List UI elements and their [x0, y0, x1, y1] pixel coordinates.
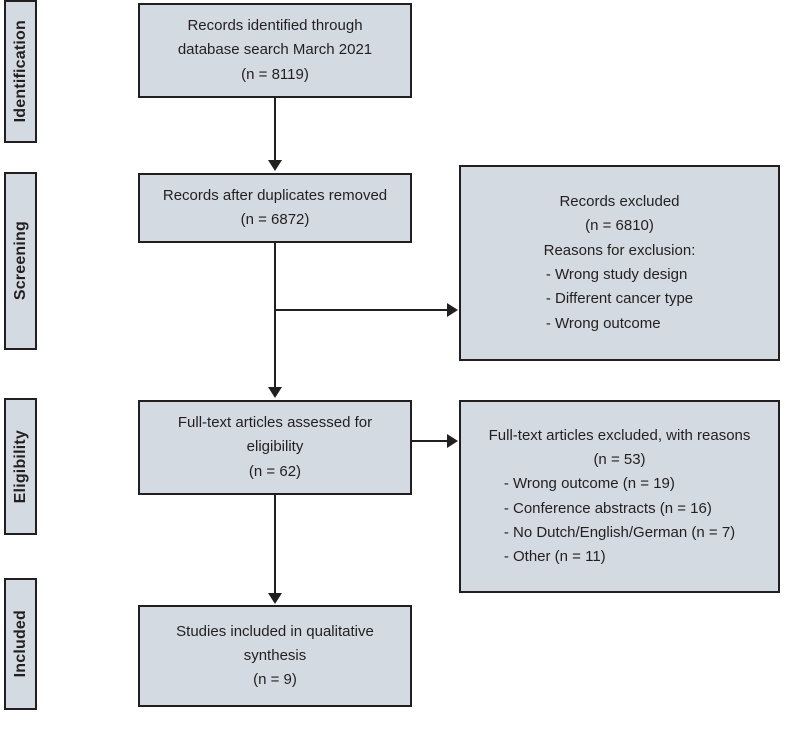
phase-label-screening: Screening — [11, 221, 29, 301]
fulltext-assessed-count: (n = 62) — [248, 462, 302, 480]
phase-label-identification: Identification — [11, 20, 29, 123]
box-records-identified-text: Records identified through database sear… — [178, 14, 372, 87]
connector-identified-to-duplicates — [274, 98, 276, 161]
box-fulltext-excluded: Full-text articles excluded, with reason… — [459, 400, 780, 593]
records-excluded-title: Records excluded — [559, 193, 680, 211]
studies-included-count: (n = 9) — [253, 671, 297, 689]
records-identified-line-2: database search March 2021 — [177, 41, 373, 59]
arrow-identified-to-duplicates — [268, 160, 282, 171]
fulltext-excluded-reason-item: - Other (n = 11) — [503, 548, 606, 566]
fulltext-assessed-line-1: Full-text articles assessed for — [177, 414, 373, 432]
box-studies-included: Studies included in qualitative synthesi… — [138, 605, 412, 707]
box-studies-included-text: Studies included in qualitative synthesi… — [176, 620, 374, 693]
phase-tab-screening: Screening — [4, 172, 37, 350]
studies-included-line-2: synthesis — [243, 646, 307, 664]
box-fulltext-assessed-text: Full-text articles assessed for eligibil… — [178, 411, 372, 484]
arrow-duplicates-to-fulltext — [268, 387, 282, 398]
box-records-identified: Records identified through database sear… — [138, 3, 412, 98]
phase-tab-identification: Identification — [4, 0, 37, 143]
phase-label-included: Included — [11, 610, 29, 678]
arrow-fulltext-to-included — [268, 593, 282, 604]
arrow-duplicates-to-excluded — [447, 303, 458, 317]
records-after-duplicates-line-1: Records after duplicates removed — [162, 186, 388, 204]
fulltext-assessed-line-2: eligibility — [246, 438, 304, 456]
fulltext-excluded-title: Full-text articles excluded, with reason… — [488, 426, 751, 444]
records-excluded-reason-list: - Wrong study design - Different cancer … — [546, 263, 693, 336]
box-records-after-duplicates: Records after duplicates removed (n = 68… — [138, 173, 412, 243]
box-fulltext-assessed: Full-text articles assessed for eligibil… — [138, 400, 412, 495]
box-records-after-duplicates-text: Records after duplicates removed (n = 68… — [163, 184, 387, 233]
fulltext-excluded-reason-item: - Conference abstracts (n = 16) — [503, 499, 712, 517]
records-excluded-count: (n = 6810) — [585, 217, 654, 235]
box-fulltext-excluded-text: Full-text articles excluded, with reason… — [489, 424, 751, 570]
studies-included-line-1: Studies included in qualitative — [176, 622, 374, 640]
records-excluded-reasons-heading: Reasons for exclusion: — [543, 241, 696, 259]
records-identified-count: (n = 8119) — [241, 65, 309, 83]
fulltext-excluded-count: (n = 53) — [593, 450, 646, 468]
box-records-excluded-text: Records excluded (n = 6810) Reasons for … — [544, 190, 696, 336]
records-excluded-reason-item: - Wrong study design — [545, 266, 688, 283]
records-after-duplicates-count: (n = 6872) — [240, 211, 310, 228]
records-excluded-reason-item: - Wrong outcome — [545, 314, 661, 332]
records-excluded-reason-item: - Different cancer type — [545, 290, 694, 308]
box-records-excluded: Records excluded (n = 6810) Reasons for … — [459, 165, 780, 361]
connector-duplicates-to-fulltext — [274, 243, 276, 388]
arrow-fulltext-to-excluded — [447, 434, 458, 448]
connector-duplicates-to-excluded — [274, 309, 448, 311]
phase-label-eligibility: Eligibility — [11, 429, 29, 504]
records-identified-line-1: Records identified through — [187, 17, 363, 35]
fulltext-excluded-reason-item: - No Dutch/English/German (n = 7) — [503, 523, 736, 541]
fulltext-excluded-reason-list: - Wrong outcome (n = 19) - Conference ab… — [504, 472, 735, 569]
phase-tab-included: Included — [4, 578, 37, 710]
fulltext-excluded-reason-item: - Wrong outcome (n = 19) — [503, 475, 675, 493]
phase-tab-eligibility: Eligibility — [4, 398, 37, 535]
connector-fulltext-to-excluded — [412, 440, 448, 442]
connector-fulltext-to-included — [274, 495, 276, 594]
